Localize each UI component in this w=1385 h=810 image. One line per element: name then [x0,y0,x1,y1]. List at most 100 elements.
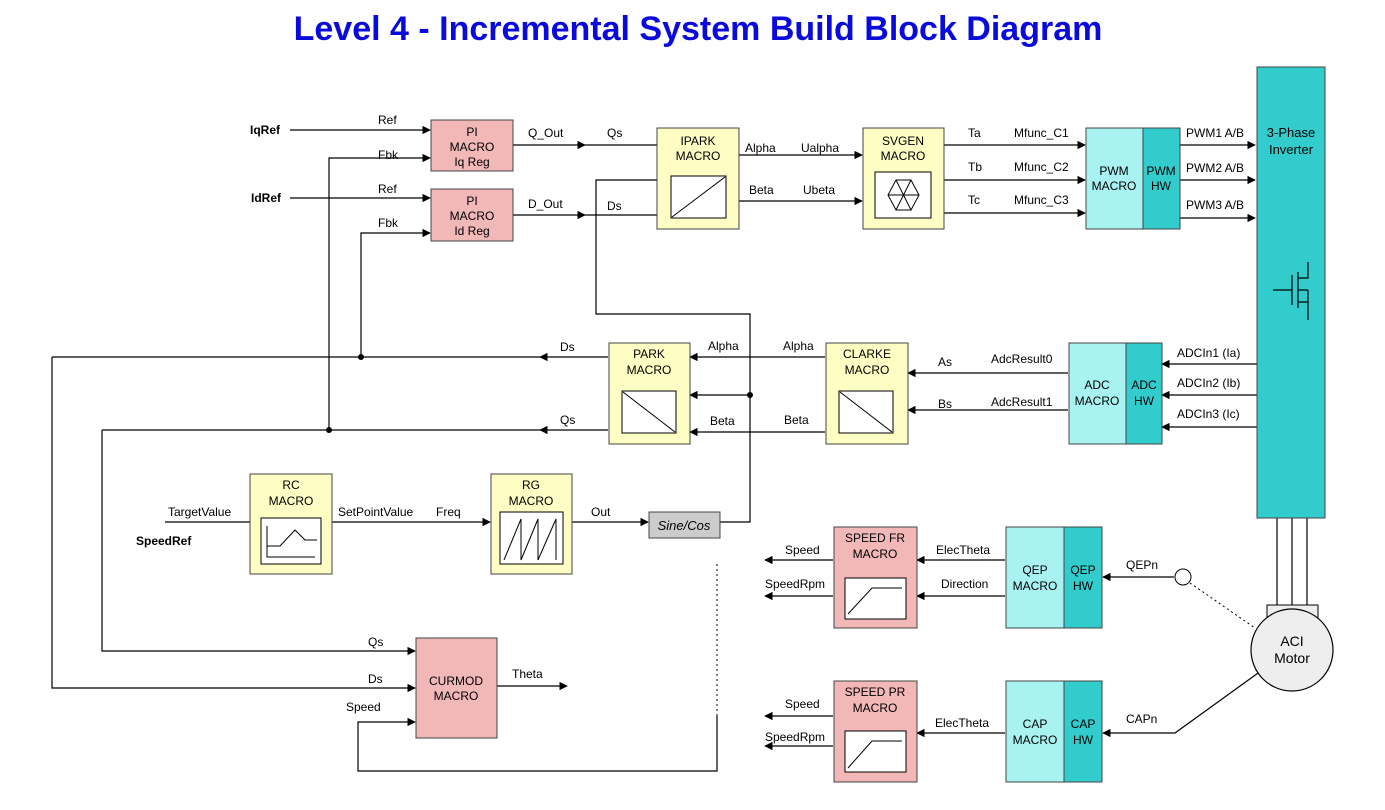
svg-text:AdcResult1: AdcResult1 [991,395,1053,409]
svg-text:MACRO: MACRO [1075,394,1120,408]
svg-text:HW: HW [1073,579,1094,593]
junction-dots [326,354,753,433]
svg-text:Ds: Ds [368,672,383,686]
svg-text:Q_Out: Q_Out [528,126,564,140]
svg-text:PI: PI [466,194,477,208]
svg-text:MACRO: MACRO [269,494,314,508]
svg-text:Speed: Speed [346,700,381,714]
adc-block: ADC MACRO ADC HW [1068,342,1163,445]
svg-text:Theta: Theta [512,667,543,681]
svg-text:Ubeta: Ubeta [803,183,835,197]
clarke-block: CLARKE MACRO [825,342,909,445]
signal-labels: IqRef IdRef SpeedRef Ref Fbk Ref Fbk Q_O… [136,113,1244,744]
svg-text:ElecTheta: ElecTheta [936,543,990,557]
svg-text:Mfunc_C3: Mfunc_C3 [1014,193,1069,207]
svg-text:Bs: Bs [938,397,952,411]
svg-text:Ta: Ta [968,126,981,140]
svg-text:MACRO: MACRO [853,701,898,715]
pwm-block: PWM MACRO PWM HW [1085,127,1181,230]
svg-text:SVGEN: SVGEN [882,134,924,148]
svg-text:Mfunc_C2: Mfunc_C2 [1014,160,1069,174]
dotted-lines [716,564,1256,716]
svg-text:Qs: Qs [607,126,622,140]
svg-text:ADCIn3 (Ic): ADCIn3 (Ic) [1177,407,1240,421]
pi-id-block: PI MACRO Id Reg [430,188,514,242]
svg-text:ADC: ADC [1131,378,1157,392]
svg-text:ACI: ACI [1280,633,1303,649]
svg-text:Fbk: Fbk [378,216,399,230]
iqref-label: IqRef [250,123,281,137]
svg-text:Ref: Ref [378,113,397,127]
svg-text:HW: HW [1134,394,1155,408]
svg-text:MACRO: MACRO [1013,579,1058,593]
svg-text:Out: Out [591,505,611,519]
svg-text:SPEED PR: SPEED PR [845,685,906,699]
svg-text:Alpha: Alpha [708,339,739,353]
transistor-icon [1273,262,1309,320]
svg-text:Qs: Qs [560,413,575,427]
svg-text:PWM: PWM [1146,164,1175,178]
qep-block: QEP MACRO QEP HW [1005,526,1103,629]
svg-text:Beta: Beta [784,413,809,427]
svg-text:Tb: Tb [968,160,982,174]
svg-text:CAPn: CAPn [1126,712,1157,726]
svg-text:Inverter: Inverter [1269,142,1314,157]
svg-text:ADCIn1 (Ia): ADCIn1 (Ia) [1177,346,1240,360]
svg-text:Ds: Ds [560,340,575,354]
speed-pr-block: SPEED PR MACRO [833,680,918,783]
svg-text:MACRO: MACRO [450,140,495,154]
svg-text:TargetValue: TargetValue [168,505,231,519]
svg-text:MACRO: MACRO [881,149,926,163]
svg-text:Ualpha: Ualpha [801,141,839,155]
svg-text:RG: RG [522,478,540,492]
svg-text:PI: PI [466,125,477,139]
svg-text:Freq: Freq [436,505,461,519]
svg-text:PARK: PARK [633,347,665,361]
svg-text:ADCIn2 (Ib): ADCIn2 (Ib) [1177,376,1240,390]
svg-text:PWM1 A/B: PWM1 A/B [1186,126,1244,140]
svg-text:SpeedRpm: SpeedRpm [765,730,825,744]
svg-text:RC: RC [282,478,300,492]
svg-text:Beta: Beta [710,414,735,428]
svg-text:CAP: CAP [1071,717,1096,731]
svg-text:CLARKE: CLARKE [843,347,891,361]
svg-text:MACRO: MACRO [1013,733,1058,747]
svg-text:Speed: Speed [785,697,820,711]
motor: ACI Motor [1250,604,1334,692]
svg-text:CURMOD: CURMOD [429,674,483,688]
cap-block: CAP MACRO CAP HW [1005,680,1103,783]
svg-text:D_Out: D_Out [528,197,563,211]
svg-text:Ref: Ref [378,182,397,196]
svg-text:Speed: Speed [785,543,820,557]
svg-text:PWM: PWM [1099,164,1128,178]
svg-text:MACRO: MACRO [627,363,672,377]
svg-text:MACRO: MACRO [1092,179,1137,193]
svg-text:HW: HW [1151,179,1172,193]
svg-text:SPEED FR: SPEED FR [845,531,905,545]
svg-text:AdcResult0: AdcResult0 [991,352,1053,366]
svg-text:IPARK: IPARK [680,134,715,148]
idref-label: IdRef [251,191,282,205]
svg-text:Alpha: Alpha [783,339,814,353]
svg-text:MACRO: MACRO [845,363,890,377]
inverter-block: 3-Phase Inverter [1256,66,1326,519]
svg-text:MACRO: MACRO [434,689,479,703]
svg-text:MACRO: MACRO [450,209,495,223]
svg-text:As: As [938,355,952,369]
svg-text:PWM2 A/B: PWM2 A/B [1186,161,1244,175]
svg-text:Tc: Tc [968,193,980,207]
svg-text:SpeedRpm: SpeedRpm [765,577,825,591]
svg-text:Direction: Direction [941,577,988,591]
svg-text:Alpha: Alpha [745,141,776,155]
speed-fr-block: SPEED FR MACRO [833,526,918,629]
svg-text:MACRO: MACRO [509,494,554,508]
curmod-block: CURMOD MACRO [415,637,498,739]
svg-text:ADC: ADC [1084,378,1110,392]
svg-text:MACRO: MACRO [676,149,721,163]
pi-iq-block: PI MACRO Iq Reg [430,119,514,172]
rg-block: RG MACRO [490,473,573,575]
svg-text:Ds: Ds [607,199,622,213]
svg-text:Sine/Cos: Sine/Cos [658,518,711,533]
svg-text:QEPn: QEPn [1126,558,1158,572]
